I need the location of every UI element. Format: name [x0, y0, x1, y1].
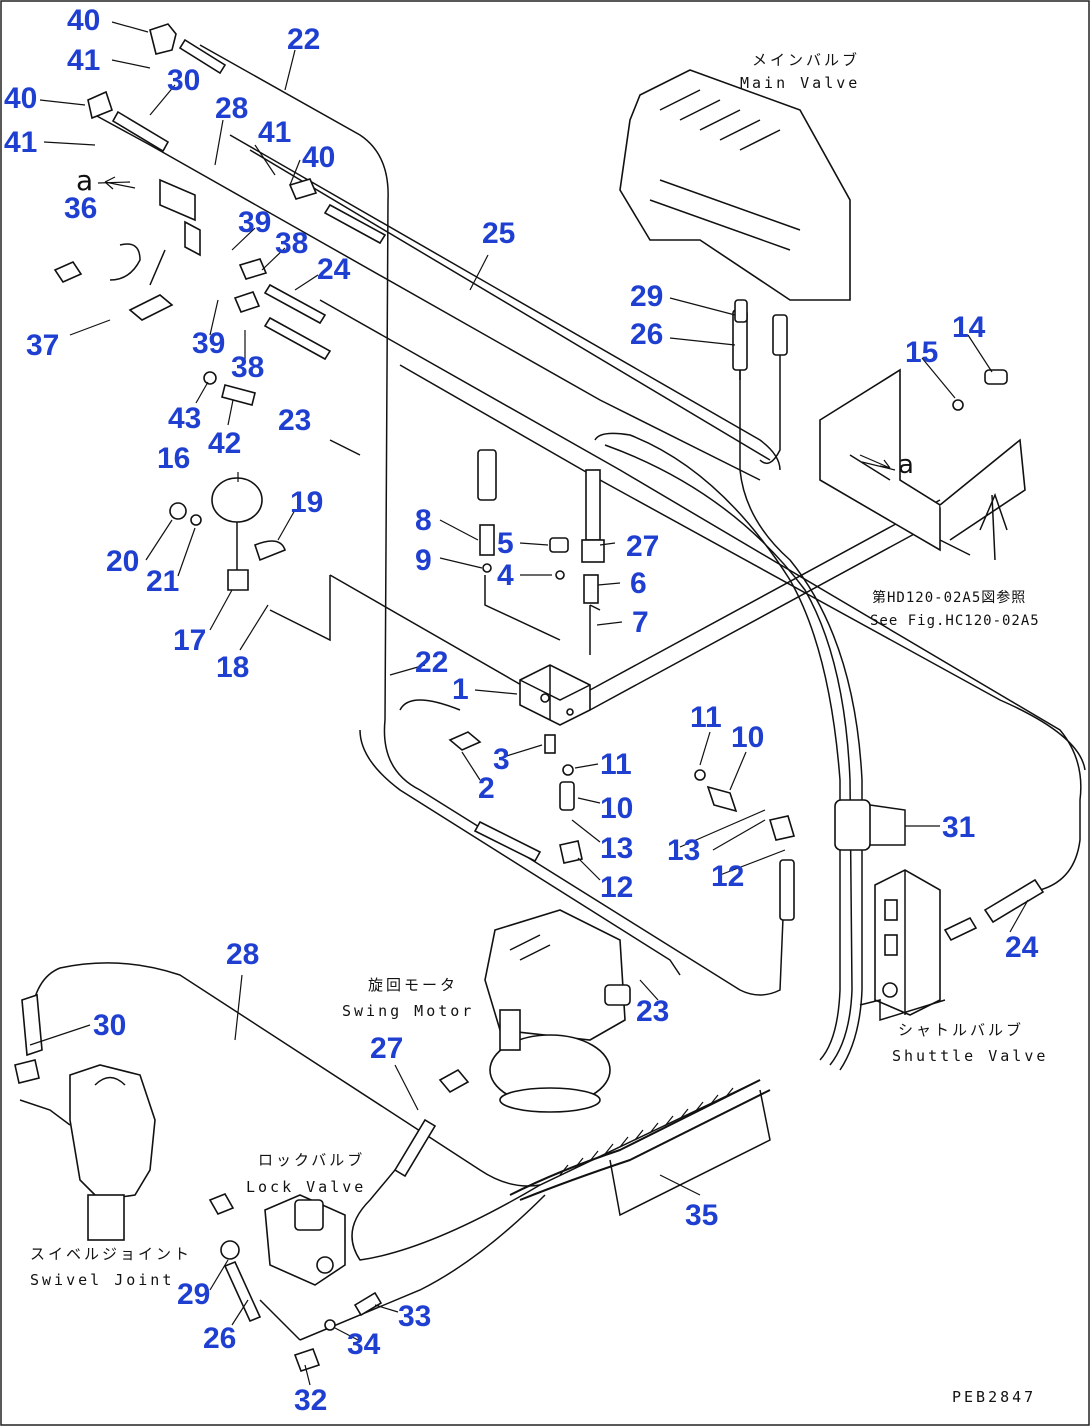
callout-36: 36: [64, 192, 97, 225]
callout-28: 28: [226, 938, 259, 971]
callout-29: 29: [630, 280, 663, 313]
callout-22: 22: [415, 646, 448, 679]
callout-38: 38: [275, 227, 308, 260]
bracket-plate: [819, 368, 1026, 561]
callout-24: 24: [1005, 931, 1039, 964]
callout-27: 27: [626, 530, 659, 563]
callout-12: 12: [600, 871, 633, 904]
callout-21: 21: [146, 565, 179, 598]
callout-16: 16: [157, 442, 190, 475]
callout-40: 40: [67, 4, 100, 37]
callout-9: 9: [415, 544, 432, 577]
swing-motor: [484, 909, 631, 1113]
fittings: [14, 23, 796, 1373]
leader-lines: [29, 21, 1029, 1386]
central-block-1: [519, 664, 591, 726]
callout-4: 4: [497, 559, 514, 592]
callout-43: 43: [168, 402, 201, 435]
callout-39: 39: [238, 206, 271, 239]
callout-34: 34: [347, 1328, 381, 1361]
callout-26: 26: [203, 1322, 236, 1355]
callout-10: 10: [731, 721, 764, 754]
callout-27: 27: [370, 1032, 403, 1065]
callout-23: 23: [278, 404, 311, 437]
callout-20: 20: [106, 545, 139, 578]
component-captions: メインバルブ Main Valve 第HD120-02A5図参照 See Fig…: [30, 51, 1048, 1406]
spiral-wrap-35: [509, 1079, 771, 1217]
swivel-joint: [19, 1064, 156, 1241]
main-valve-caption-jp: メインバルブ: [752, 51, 860, 69]
callout-30: 30: [167, 64, 200, 97]
clamp-31: [834, 799, 906, 851]
callout-39: 39: [192, 327, 225, 360]
callout-13: 13: [600, 832, 633, 865]
swivel-joint-caption-en: Swivel Joint: [30, 1271, 174, 1289]
arrow-a2: [859, 454, 891, 469]
callout-numbers: 40 41 22 30 40 41 28 41 40 a 36 39 38 25…: [4, 4, 1039, 1417]
callout-3: 3: [493, 743, 510, 776]
callout-31: 31: [942, 811, 975, 844]
callout-a: a: [898, 450, 914, 480]
callout-14: 14: [952, 311, 986, 344]
callout-30: 30: [93, 1009, 126, 1042]
shuttle-valve-caption-jp: シャトルバルブ: [898, 1021, 1024, 1039]
main-valve: [619, 69, 851, 371]
arrow-a1: [104, 176, 136, 190]
callout-35: 35: [685, 1199, 718, 1232]
lock-valve-caption-en: Lock Valve: [246, 1178, 366, 1196]
callout-2: 2: [478, 772, 495, 805]
callout-11: 11: [690, 701, 722, 734]
callout-15: 15: [905, 336, 938, 369]
callout-13: 13: [667, 834, 700, 867]
shuttle-valve-caption-en: Shuttle Valve: [892, 1047, 1048, 1065]
callout-32: 32: [294, 1384, 327, 1417]
callout-29: 29: [177, 1278, 210, 1311]
callout-40: 40: [302, 141, 335, 174]
swing-motor-caption-en: Swing Motor: [342, 1002, 474, 1020]
callout-42: 42: [208, 427, 241, 460]
swing-motor-caption-jp: 旋回モータ: [368, 976, 458, 994]
callout-41: 41: [67, 44, 100, 77]
callout-11: 11: [600, 748, 632, 781]
callout-24: 24: [317, 253, 351, 286]
callout-10: 10: [600, 792, 633, 825]
callout-19: 19: [290, 486, 323, 519]
callout-17: 17: [173, 624, 206, 657]
callout-22: 22: [287, 23, 320, 56]
see-fig-caption-jp: 第HD120-02A5図参照: [872, 589, 1026, 606]
callout-38: 38: [231, 351, 264, 384]
callout-40: 40: [4, 82, 37, 115]
callout-26: 26: [630, 318, 663, 351]
drawing-code: PEB2847: [952, 1388, 1036, 1406]
callout-6: 6: [630, 567, 647, 600]
callout-1: 1: [452, 673, 469, 706]
callout-8: 8: [415, 504, 432, 537]
shuttle-valve: [859, 869, 1045, 1022]
callout-18: 18: [216, 651, 249, 684]
lock-valve-caption-jp: ロックバルブ: [258, 1151, 365, 1169]
callout-41: 41: [4, 126, 37, 159]
callout-12: 12: [711, 860, 744, 893]
lock-valve: [264, 1194, 346, 1286]
callout-28: 28: [215, 92, 248, 125]
hose-lines: [29, 44, 1086, 1341]
see-fig-caption-en: See Fig.HC120-02A5: [870, 613, 1040, 629]
main-valve-caption-en: Main Valve: [740, 74, 860, 92]
callout-37: 37: [26, 329, 59, 362]
callout-a: a: [76, 164, 93, 197]
callout-5: 5: [497, 527, 514, 560]
swivel-joint-caption-jp: スイベルジョイント: [30, 1245, 192, 1263]
callout-25: 25: [482, 217, 515, 250]
callout-7: 7: [632, 606, 649, 639]
callout-23: 23: [636, 995, 669, 1028]
callout-33: 33: [398, 1300, 431, 1333]
callout-41: 41: [258, 116, 291, 149]
